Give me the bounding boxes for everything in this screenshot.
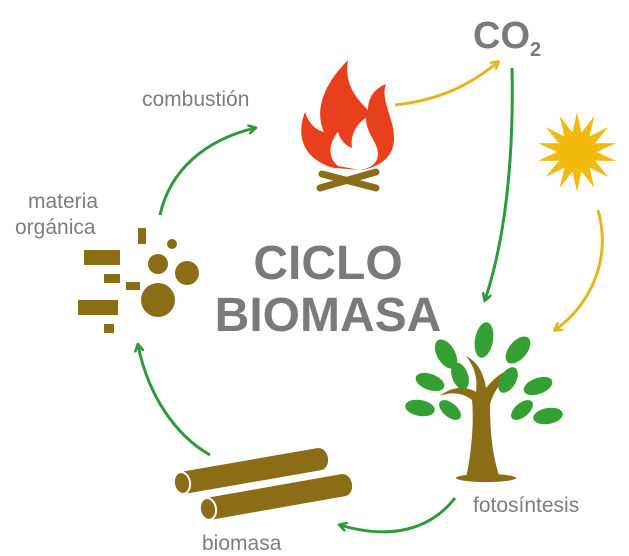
co2-label: CO2 [473,16,541,70]
arrow-logs-to-matter [138,345,211,457]
tree-icon [405,322,563,482]
biomasa-label: biomasa [202,532,282,555]
title-line1: CICLO [253,237,403,290]
arrow-matter-to-fire [158,128,255,216]
fotosintesis-label: fotosíntesis [473,494,580,517]
arrow-fire-to-co2 [394,62,498,107]
co2-subscript: 2 [530,39,542,61]
combustion-label: combustión [142,88,250,111]
arrow-sun-to-tree [555,209,604,330]
materia-label-line1: materia [28,190,99,213]
logs-icon [172,448,353,521]
organic-matter-icon [78,228,199,333]
title-line2: BIOMASA [214,289,442,342]
arrow-co2-to-tree [485,67,514,300]
sun-icon [538,112,616,192]
co2-main: CO [473,15,530,57]
materia-label-line2: orgánica [15,216,96,239]
arrow-tree-to-logs [340,497,457,534]
fire-icon [301,60,394,192]
